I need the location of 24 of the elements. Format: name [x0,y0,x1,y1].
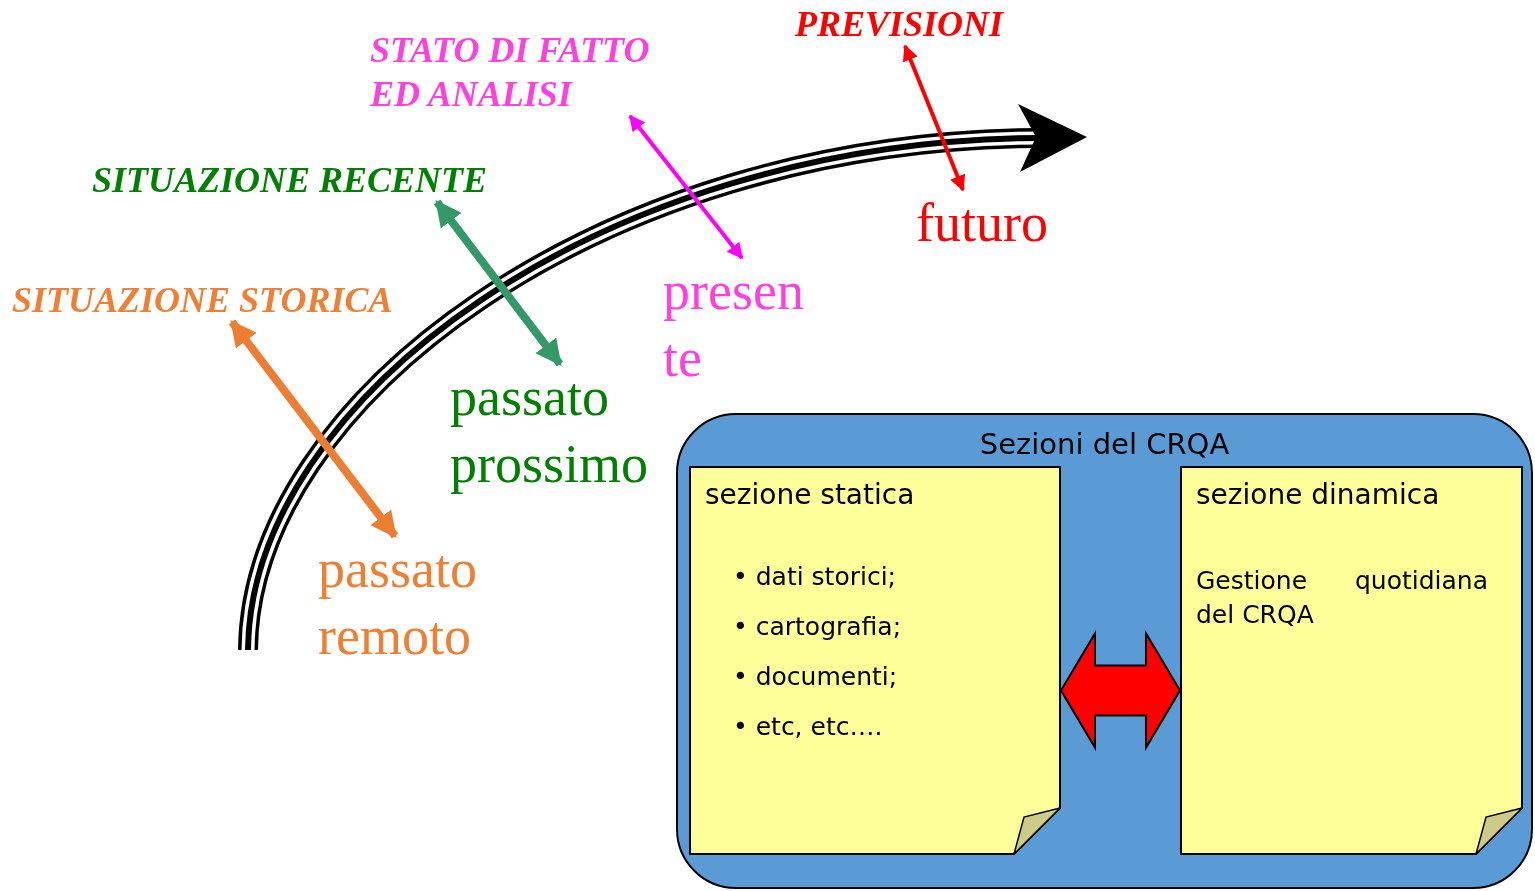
time-label: passato remoto [318,539,477,666]
bullet-item: • etc, etc…. [733,712,884,742]
period-heading: PREVISIONI [795,4,1004,44]
note-heading: sezione statica [705,478,916,512]
note-card [689,466,1061,855]
note-text: Gestione quotidiana del CRQA [1196,565,1488,631]
double-headed-arrow [433,199,564,367]
note-card [1180,466,1523,855]
bullet-item: • dati storici; [733,562,898,592]
period-heading: STATO DI FATTO ED ANALISI [370,30,650,114]
period-heading: SITUAZIONE RECENTE [92,160,488,200]
time-label: passato prossimo [450,367,649,494]
bullet-item: • documenti; [733,662,899,692]
section-panel [676,413,1533,889]
time-label: futuro [916,193,1048,253]
time-label: presen te [663,261,804,388]
note-heading: sezione dinamica [1196,478,1441,512]
bullet-item: • cartografia; [733,612,903,642]
double-block-arrow [1059,629,1182,752]
period-heading: SITUAZIONE STORICA [12,280,393,320]
double-headed-arrow [228,319,399,539]
double-headed-arrow [628,114,744,260]
double-headed-arrow [902,44,966,192]
panel-title: Sezioni del CRQA [978,427,1231,461]
